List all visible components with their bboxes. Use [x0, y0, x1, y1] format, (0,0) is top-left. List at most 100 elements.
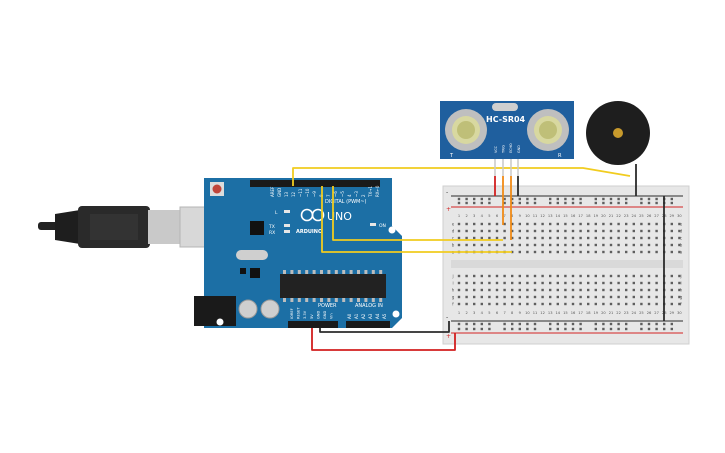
sensor-pin-label: GND [517, 145, 521, 153]
board-model-label: UNO [327, 210, 352, 223]
atmega-chip [280, 274, 386, 298]
row-letter: c [680, 236, 682, 241]
column-number: 20 [601, 311, 606, 315]
analog-header-label: ANALOG IN [355, 303, 383, 309]
power-pin-label: 3.3V [303, 310, 307, 319]
header-pin-label: GND [277, 188, 282, 197]
column-number: 21 [609, 214, 614, 218]
wire-black-gnd-power [319, 321, 450, 333]
buzzer-center-icon [613, 128, 623, 138]
sensor-mark-r: R [558, 153, 562, 159]
column-number: 1 [458, 311, 460, 315]
row-letter: i [680, 281, 681, 286]
row-letter: f [452, 302, 454, 307]
column-number: 6 [496, 214, 499, 218]
row-letter: a [680, 250, 683, 255]
row-letter: c [452, 236, 454, 241]
column-number: 22 [616, 214, 621, 218]
column-number: 12 [540, 311, 545, 315]
power-pin-label: Vin [330, 313, 334, 319]
row-letter: b [680, 243, 683, 248]
digital-pin-label: ~6 [333, 191, 338, 197]
digital-header-label: DIGITAL (PWM~) [325, 199, 367, 205]
sensor-label: HC-SR04 [486, 115, 526, 124]
column-number: 4 [481, 311, 484, 315]
wire-yellow-trig [332, 186, 503, 241]
digital-pin-label: ~11 [298, 188, 303, 197]
power-header-label: POWER [318, 303, 337, 309]
digital-pin-label: ~9 [312, 191, 317, 197]
sensor-pin-label: VCC [494, 145, 498, 153]
column-number: 13 [548, 214, 553, 218]
wires [292, 159, 665, 351]
led-on [370, 223, 376, 226]
column-number: 30 [677, 214, 682, 218]
column-number: 10 [525, 214, 530, 218]
column-number: 11 [533, 311, 538, 315]
digital-pin-label: TX→1 [368, 185, 373, 198]
column-number: 9 [519, 311, 522, 315]
column-number: 20 [601, 214, 606, 218]
column-number: 8 [511, 214, 514, 218]
column-number: 5 [488, 214, 490, 218]
column-number: 13 [548, 311, 553, 315]
column-number: 15 [563, 214, 568, 218]
column-number: 16 [571, 311, 576, 315]
digital-pin-label: ~3 [354, 191, 359, 197]
column-number: 24 [632, 214, 637, 218]
column-number: 22 [616, 311, 621, 315]
wire-yellow-loop [292, 167, 631, 186]
wire-red-5v [311, 328, 456, 351]
row-letter: h [680, 288, 683, 293]
breadboard: - + - + 11223344556677889910101111121213… [442, 185, 690, 345]
sensor-mark-t: T [449, 153, 454, 159]
digital-pin-label: 4 [347, 194, 352, 197]
row-letter: e [680, 222, 683, 227]
column-number: 23 [624, 214, 629, 218]
row-letter: g [680, 295, 683, 300]
column-number: 10 [525, 311, 530, 315]
row-letter: f [680, 302, 682, 307]
rail-plus-label-bottom: + [446, 333, 451, 340]
column-number: 18 [586, 214, 591, 218]
digital-pin-label: ~10 [305, 188, 310, 197]
led-rx-label: RX [269, 230, 275, 236]
digital-pin-label: 13 [284, 191, 289, 197]
column-number: 3 [473, 214, 475, 218]
analog-pin-label: A2 [361, 313, 366, 319]
breadboard-divider [451, 260, 683, 268]
rail-minus-label-bottom: - [446, 314, 448, 321]
analog-header [346, 321, 390, 328]
column-number: 25 [639, 311, 644, 315]
row-letter: d [452, 229, 455, 234]
analog-pin-label: A1 [354, 313, 359, 319]
breadboard-holes [457, 197, 681, 331]
sensor-pin-label: TRIG [502, 145, 506, 154]
column-number: 7 [503, 214, 505, 218]
row-letter: h [452, 288, 455, 293]
piezo-buzzer [586, 101, 650, 165]
arduino-board: UNO ARDUINO DIGITAL (PWM~) POWER ANALOG … [194, 178, 402, 328]
row-letter: j [679, 274, 681, 279]
power-header [288, 321, 338, 328]
power-pin-label: GND [316, 311, 320, 319]
usb-cable [38, 206, 233, 248]
reset-button-icon[interactable] [212, 184, 222, 194]
column-number: 8 [511, 311, 514, 315]
led-rx [284, 230, 290, 233]
column-number: 7 [503, 311, 505, 315]
row-letter: d [680, 229, 683, 234]
ic-pins [283, 270, 383, 302]
column-number: 19 [594, 311, 599, 315]
column-number: 25 [639, 214, 644, 218]
column-number: 2 [465, 311, 467, 315]
breadboard-labels: 1122334455667788991010111112121313141415… [451, 214, 682, 315]
rail-plus-label-top: + [446, 206, 451, 213]
column-number: 26 [647, 311, 652, 315]
column-number: 1 [458, 214, 460, 218]
